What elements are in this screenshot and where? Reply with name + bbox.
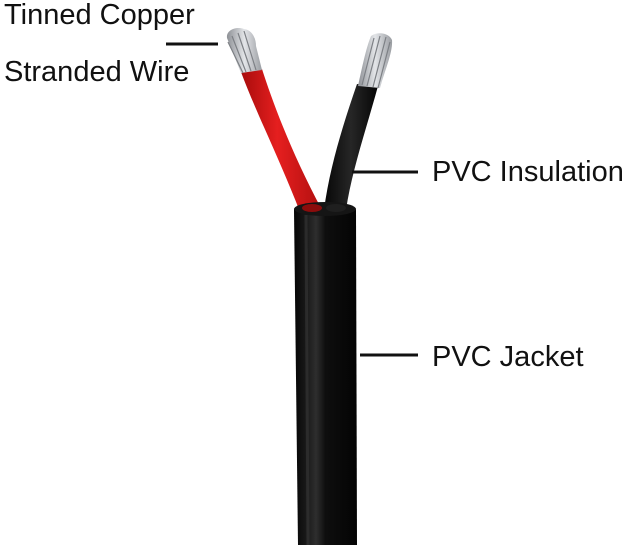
black-insulation: [324, 84, 378, 210]
conductor-label-line1: Tinned Copper: [4, 0, 195, 31]
pvc-jacket: [294, 202, 357, 545]
conductor-label-line2: Stranded Wire: [4, 56, 190, 88]
tinned-copper-strands-red: [226, 28, 262, 74]
insulation-label: PVC Insulation: [432, 156, 624, 188]
red-insulation: [241, 69, 322, 212]
jacket-label: PVC Jacket: [432, 341, 584, 373]
tinned-copper-strands-black: [358, 33, 393, 89]
